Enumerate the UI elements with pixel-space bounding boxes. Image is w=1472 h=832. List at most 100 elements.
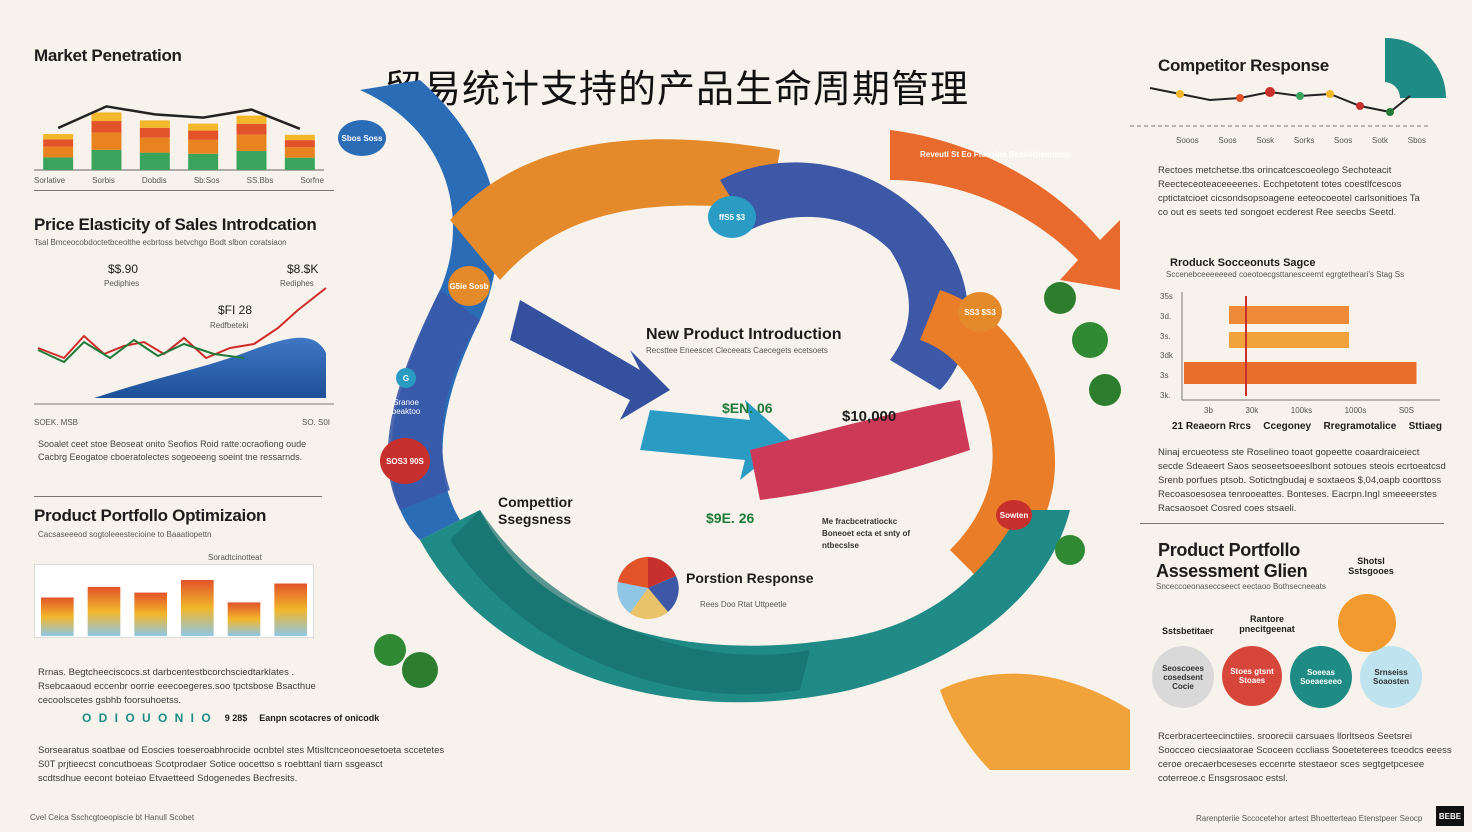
y-tick: 3k. — [1160, 390, 1171, 400]
x-tick: 1000s — [1344, 406, 1367, 415]
bar-segment — [43, 146, 74, 158]
tick-label: Dobdis — [141, 176, 167, 185]
competitor-text: Rectoes metchetse.tbs orincatcescoeolego… — [1158, 164, 1448, 220]
tick-label: Sorks — [1293, 136, 1315, 145]
lifecycle-diagram — [360, 80, 1130, 770]
price-note-3: Redfbeteki — [210, 321, 249, 330]
highlight-text: Eanpn scotacres of onicodk — [259, 713, 380, 723]
money-2: $10,000 — [842, 408, 897, 425]
competitor-response-title: Competitor Response — [1158, 56, 1329, 75]
category-label: 21 Reaeorn Rrcs — [1172, 421, 1251, 432]
badge-mid-left: G5ie Sosb — [448, 266, 490, 306]
money-1: $EN. 06 — [722, 400, 773, 416]
text-line: Sooalet ceet stoe Beoseat onito Seofios … — [38, 439, 307, 449]
stage-text: Ninaj ercueotess ste Roselineo toaot gop… — [1158, 446, 1454, 516]
stage-chart-subtitle: Sccenebceeeeeeed coeotoecgsttanesceemt e… — [1166, 270, 1405, 279]
axis-right-label: SO. S0I — [302, 418, 331, 427]
left-footer: Cvel Ceica Sschcgtoeopiscie bt Hanull Sc… — [30, 813, 195, 822]
text-line: Soocceo ciecsiaatorae Scoceen cccliass S… — [1158, 745, 1452, 756]
bar-segment — [139, 137, 170, 153]
highlight-value: 9 28$ — [224, 713, 248, 723]
bar-segment — [284, 134, 315, 141]
category-label: Ccegoney — [1263, 421, 1312, 432]
bar-segment — [188, 130, 219, 140]
text-line: secde Sdeaeert Saos seoseetsoeeslbont so… — [1158, 461, 1446, 472]
portfolio-mid-label: Rantore pnecitgeenat — [1239, 614, 1295, 634]
heat-bar — [41, 597, 74, 636]
bar-segment — [43, 134, 74, 140]
y-tick: 3d. — [1160, 311, 1172, 321]
price-elasticity-chart — [34, 287, 334, 405]
text-line: co out es seets ted songoet ecderest Ree… — [1158, 207, 1397, 218]
portfolio-assessment-subtitle: Snceccoeonaseccseect eectaoo Bothsecneea… — [1156, 582, 1326, 591]
y-tick: 3s — [1160, 371, 1169, 381]
divider — [1140, 523, 1444, 524]
heat-bar — [181, 580, 214, 636]
bottom-text: Sorsearatus soatbae od Eoscies toeseroab… — [38, 744, 478, 786]
badge-red: SOS3 90S — [380, 438, 430, 484]
orange-arc-top — [450, 139, 780, 280]
bar-segment — [139, 152, 170, 170]
corner-badge: BEBE — [1436, 806, 1464, 826]
bar-segment — [188, 153, 219, 170]
stage-bar — [1229, 306, 1349, 324]
bar-segment — [91, 132, 122, 150]
badge-right-red: Sowten — [996, 500, 1032, 530]
new-product-subtitle: Recsttee Eneescet Cleceeats Caecegets ec… — [646, 346, 828, 355]
bar-segment — [139, 127, 170, 138]
text-line: Recoasoesosea tenrooeattes. Bonteses. Ea… — [1158, 489, 1437, 500]
text-line: Rectoes metchetse.tbs orincatcescoeolego… — [1158, 165, 1392, 176]
tick-label: Sorbis — [92, 176, 115, 185]
bar-segment — [188, 139, 219, 154]
bar-segment — [284, 157, 315, 170]
price-label-1: $$.90 — [108, 262, 139, 276]
highlight-code: O D I O U O N I O — [82, 711, 213, 725]
bar-segment — [236, 123, 267, 135]
stage-categories: 21 Reaeorn Rrcs Ccegoney Rregramotalice … — [1172, 421, 1442, 432]
text-line: Cacbrg Eeogatoe cboeratolectes sogeoeeng… — [38, 452, 303, 462]
portfolio-opt-subtitle: Cacsaseeeod sogtoleeestecioine to Baaati… — [38, 530, 212, 539]
tick-label: Sb:Sos — [193, 176, 220, 185]
assessment-bubble-2: Stoes gtsnt Stoaes — [1222, 646, 1282, 706]
heat-chart-label: Soradtcinotteat — [208, 553, 262, 562]
y-tick: 3dk — [1160, 351, 1173, 361]
stage-x-ticks: 3b 30k 100ks 1000s S0S — [1204, 406, 1414, 415]
bar-segment — [188, 123, 219, 131]
x-tick: S0S — [1398, 406, 1414, 415]
x-tick: 30k — [1245, 406, 1259, 415]
heat-bar — [274, 583, 307, 636]
money-3: $9E. 26 — [706, 510, 755, 526]
bar-segment — [91, 112, 122, 122]
inner-arrow-navy — [510, 300, 670, 420]
tick-label: Sosk — [1256, 136, 1275, 145]
text-line: Rsebcaaoud eccenbr oorrie eeecoegeres.so… — [38, 681, 316, 692]
price-note-2: Rediphes — [280, 279, 314, 288]
portfolio-assessment-title-1: Product Portfollo — [1158, 540, 1300, 560]
price-elasticity-title: Price Elasticity of Sales Introdcation — [34, 215, 317, 234]
bar-segment — [43, 139, 74, 147]
heat-bar — [227, 602, 261, 636]
divider — [34, 496, 322, 497]
tick-label: Sorfne — [300, 176, 324, 185]
tick-label: Soos — [1218, 136, 1237, 145]
x-tick: 100ks — [1290, 406, 1313, 415]
assessment-bubble-5 — [1338, 594, 1396, 652]
price-note-1: Pediphies — [104, 279, 140, 288]
text-line: cptictatcioet cicsondsopsoagene eeteocoe… — [1158, 193, 1420, 204]
text-line: Reecteceoteaceeeenes. Ecchpetotent totes… — [1158, 179, 1402, 190]
text-line: Rcerbracerteecinctiies. sroorecii carsua… — [1158, 731, 1412, 742]
stage-bar — [1229, 332, 1349, 348]
position-response-sub: Rees Doo Rtat Uttpeetle — [700, 600, 787, 609]
top-arrow-band — [890, 130, 1120, 290]
right-footer: Rarenpteriie Sccocetehor artest Bhoetter… — [1196, 814, 1423, 823]
tick-label: Sotk — [1372, 136, 1389, 145]
stage-chart-title: Rroduck Socceonuts Sagce — [1170, 257, 1316, 269]
x-tick: 3b — [1204, 406, 1213, 415]
portfolio-short-label: Shotsl Sstsgooes — [1348, 556, 1394, 576]
market-penetration-chart — [34, 105, 324, 171]
bar-segment — [91, 149, 122, 170]
competitor-response-chart — [1130, 37, 1446, 127]
stage-box: Sranoe beaktoo — [391, 398, 421, 416]
portfolio-left-label: Sstsbetitaer — [1162, 626, 1214, 636]
navy-arc-top — [720, 162, 969, 390]
